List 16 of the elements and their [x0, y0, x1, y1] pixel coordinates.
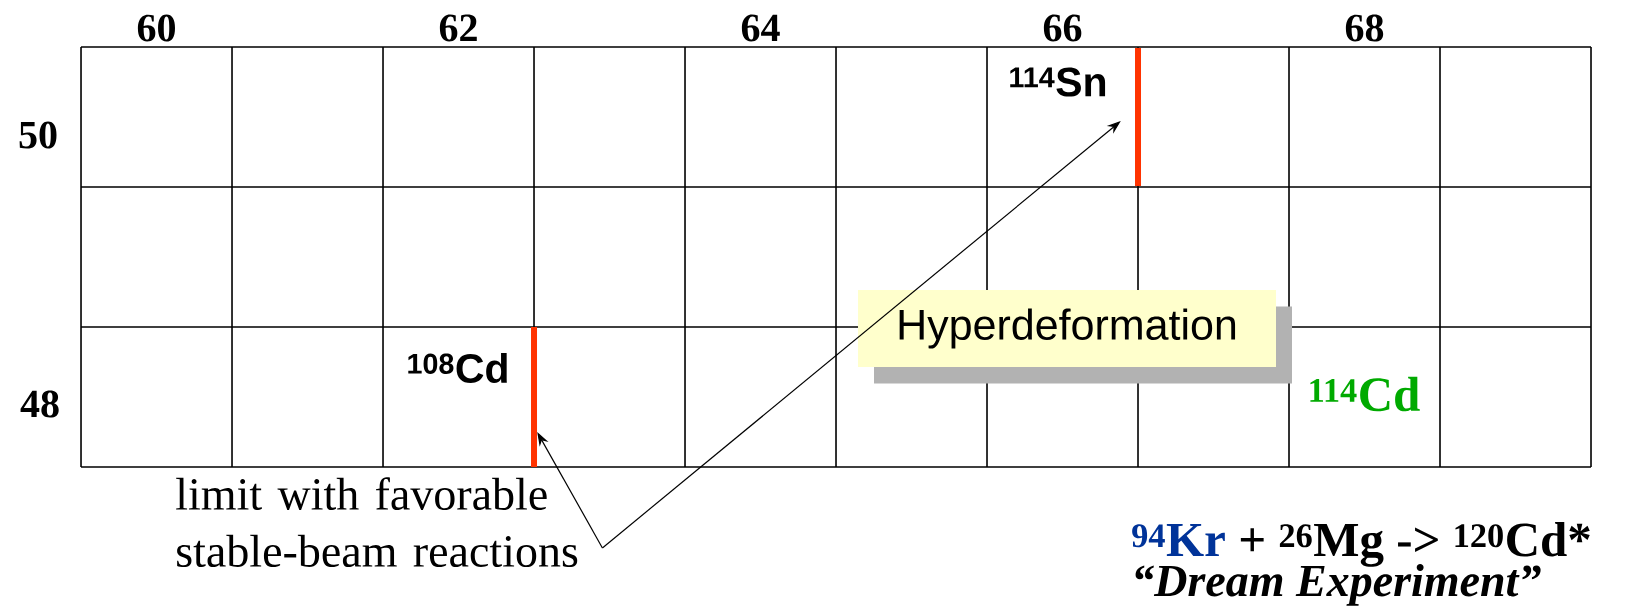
row-number: 50: [19, 121, 57, 149]
column-number: 66: [1043, 14, 1082, 42]
column-number: 68: [1345, 14, 1384, 42]
column-number: 62: [439, 14, 477, 42]
limit-bar: [1135, 48, 1141, 186]
limit-bar: [531, 327, 537, 467]
column-number: 60: [137, 14, 175, 42]
annotation-text: limit with favorable stable-beam reactions: [176, 477, 578, 568]
reaction-text: $^{94}$Kr: [1132, 523, 1225, 556]
isotope-label: $^{114}$Sn: [1010, 67, 1106, 97]
leader-arrow: [601, 121, 1121, 549]
callout-box: Hyperdeformation: [858, 290, 1292, 384]
isotope-label: $^{108}$Cd: [408, 352, 507, 384]
isotope-label: $^{114}$Cd: [1310, 376, 1420, 412]
column-number: 64: [741, 14, 780, 42]
row-number: 48: [20, 390, 59, 418]
